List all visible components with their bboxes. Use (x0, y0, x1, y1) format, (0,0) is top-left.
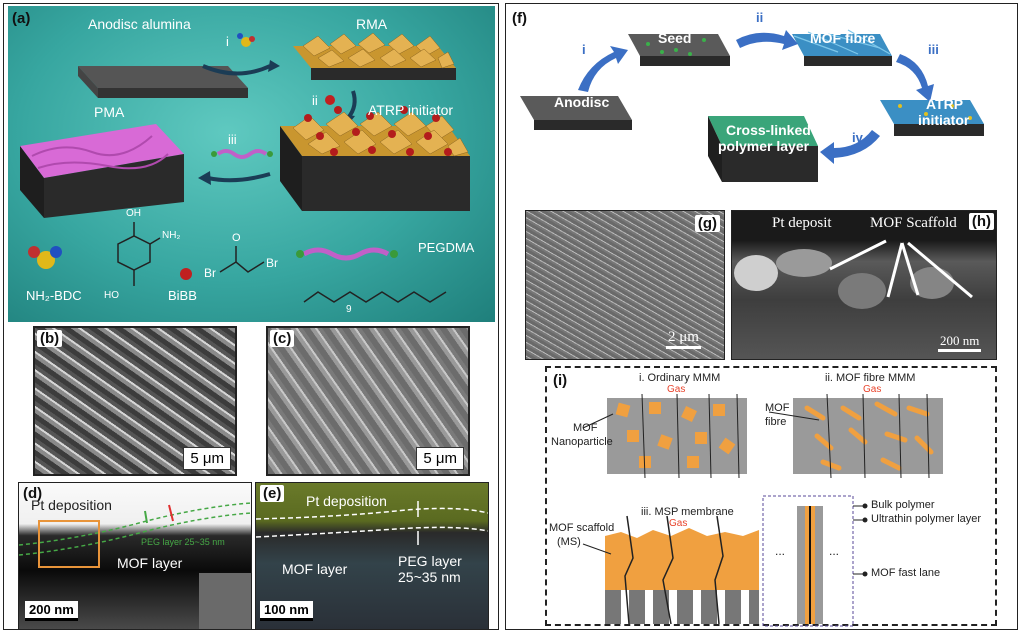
seed-label: Seed (658, 30, 692, 46)
crosslinked-line1-label: Cross-linked (726, 122, 811, 138)
gas-label-1: Gas (667, 384, 686, 395)
pma-label: PMA (94, 104, 125, 120)
panel-i: (i) i. Ordinary MMM Gas MOF Nanoparticle… (545, 366, 997, 627)
panel-h-label: (h) (968, 213, 994, 230)
pt-deposit-label: Pt deposit (772, 215, 832, 231)
panel-g-label: (g) (694, 215, 720, 232)
panel-d-scale-bar: 200 nm (25, 601, 78, 621)
pt-deposition-e-label: Pt deposition (306, 493, 387, 509)
panel-b-scale-bar: 5 μm (183, 447, 231, 470)
step-iii-label: iii (228, 132, 237, 147)
ellipsis-right: ... (829, 544, 840, 558)
chem-ho-label: HO (104, 290, 119, 301)
nh2-bdc-label: NH₂-BDC (26, 288, 82, 303)
mof-nanoparticle-label-1: MOF (573, 422, 598, 434)
mof-fibre-label: MOF fibre (810, 30, 876, 46)
panel-b-label: (b) (37, 330, 63, 347)
panel-a-illustration (20, 32, 470, 303)
panel-e-eds: (e) Pt deposition MOF layer PEG layer 25… (255, 482, 489, 630)
bibb-label: BiBB (168, 288, 197, 303)
chem-oh-label: OH (126, 208, 141, 219)
chem-nh2-label: NH₂ (162, 230, 181, 241)
crosslinked-line2-label: polymer layer (718, 138, 810, 154)
panel-h-scale-text: 200 nm (940, 333, 980, 348)
gas-label-3: Gas (669, 518, 688, 529)
peg-layer-e-label-1: PEG layer (398, 553, 462, 569)
atrp-line2-label: initiator (918, 112, 970, 128)
rma-label: RMA (356, 16, 388, 32)
peg-layer-e-label-2: 25~35 nm (398, 569, 461, 585)
panel-d-overlay (19, 502, 251, 629)
anodisc-alumina-label: Anodisc alumina (88, 16, 191, 32)
chem-o-label: O (232, 232, 241, 244)
mof-layer-d-label: MOF layer (117, 555, 183, 571)
anodisc-label: Anodisc (554, 94, 610, 110)
bulk-polymer-label: Bulk polymer (871, 499, 935, 511)
step-f-ii-label: ii (756, 10, 764, 25)
panel-f-label: (f) (512, 10, 527, 27)
panel-e-scale-text: 100 nm (264, 602, 309, 617)
panel-a: (a) Anodisc alumina RMA i ii ATRP initia… (8, 6, 495, 322)
panel-e-scale-bar: 100 nm (260, 601, 313, 621)
panel-c-sem: (c) 5 μm (266, 326, 470, 476)
panel-h-scale-bar: 200 nm (938, 333, 982, 352)
step-f-iii-label: iii (928, 42, 939, 57)
panel-g-sem: (g) 2 μm (525, 210, 725, 360)
step-f-iv-label: iv (852, 130, 863, 145)
panel-i-label: (i) (553, 372, 568, 389)
atrp-line1-label: ATRP (926, 96, 964, 112)
mof-fibre-mmm-title: ii. MOF fibre MMM (825, 372, 916, 384)
panel-a-label: (a) (12, 10, 31, 27)
panel-e-label: (e) (260, 485, 285, 502)
ultrathin-polymer-label: Ultrathin polymer layer (871, 513, 982, 525)
mof-fast-lane-label: MOF fast lane (871, 567, 941, 579)
ellipsis-left: ... (775, 544, 786, 558)
pt-deposition-d-label: Pt deposition (31, 497, 112, 513)
panel-d-label: (d) (23, 485, 43, 502)
pegdma-label: PEGDMA (418, 240, 475, 255)
panel-e-overlay (256, 501, 488, 545)
ordinary-mmm-title: i. Ordinary MMM (639, 372, 721, 384)
mof-fibre-label-1: MOF (765, 402, 790, 414)
msp-membrane-title: iii. MSP membrane (641, 506, 734, 518)
mof-scaffold-ms-label-1: MOF scaffold (549, 522, 615, 534)
step-ii-label: ii (312, 93, 318, 108)
step-i-label: i (226, 34, 229, 49)
panel-f: (f) Anodisc Seed MOF fibre ATRP initiato… (508, 6, 1014, 202)
mof-layer-e-label: MOF layer (282, 561, 348, 577)
panel-d-scale-text: 200 nm (29, 602, 74, 617)
panel-b-sem: (b) 5 μm (33, 326, 237, 476)
panel-h-overlay (734, 239, 973, 309)
mof-scaffold-label: MOF Scaffold (870, 215, 957, 231)
right-figure-frame (505, 3, 1018, 630)
step-f-i-label: i (582, 42, 586, 57)
chem-sub9-label: 9 (346, 304, 352, 315)
mof-scaffold-ms-label-2: (MS) (557, 536, 581, 548)
panel-d-tem: (d) Pt deposition PEG layer 25~35 nm MOF… (18, 482, 252, 630)
atrp-initiator-label: ATRP initiator (368, 102, 454, 118)
gas-label-2: Gas (863, 384, 882, 395)
peg-layer-d-label: PEG layer 25~35 nm (141, 537, 225, 547)
panel-i-illustration (582, 393, 943, 627)
panel-g-scale-text: 2 μm (668, 329, 699, 345)
panel-f-illustration (520, 29, 984, 182)
panel-c-scale-bar: 5 μm (416, 447, 464, 470)
panel-h-sem: Pt deposit MOF Scaffold (h) 200 nm (731, 210, 997, 360)
mof-fibre-label-2: fibre (765, 416, 787, 428)
panel-g-scale-bar: 2 μm (666, 329, 701, 349)
chem-br-1-label: Br (204, 266, 216, 280)
mof-nanoparticle-label-2: Nanoparticle (551, 436, 613, 448)
panel-c-label: (c) (270, 330, 295, 347)
chem-br-2-label: Br (266, 256, 278, 270)
